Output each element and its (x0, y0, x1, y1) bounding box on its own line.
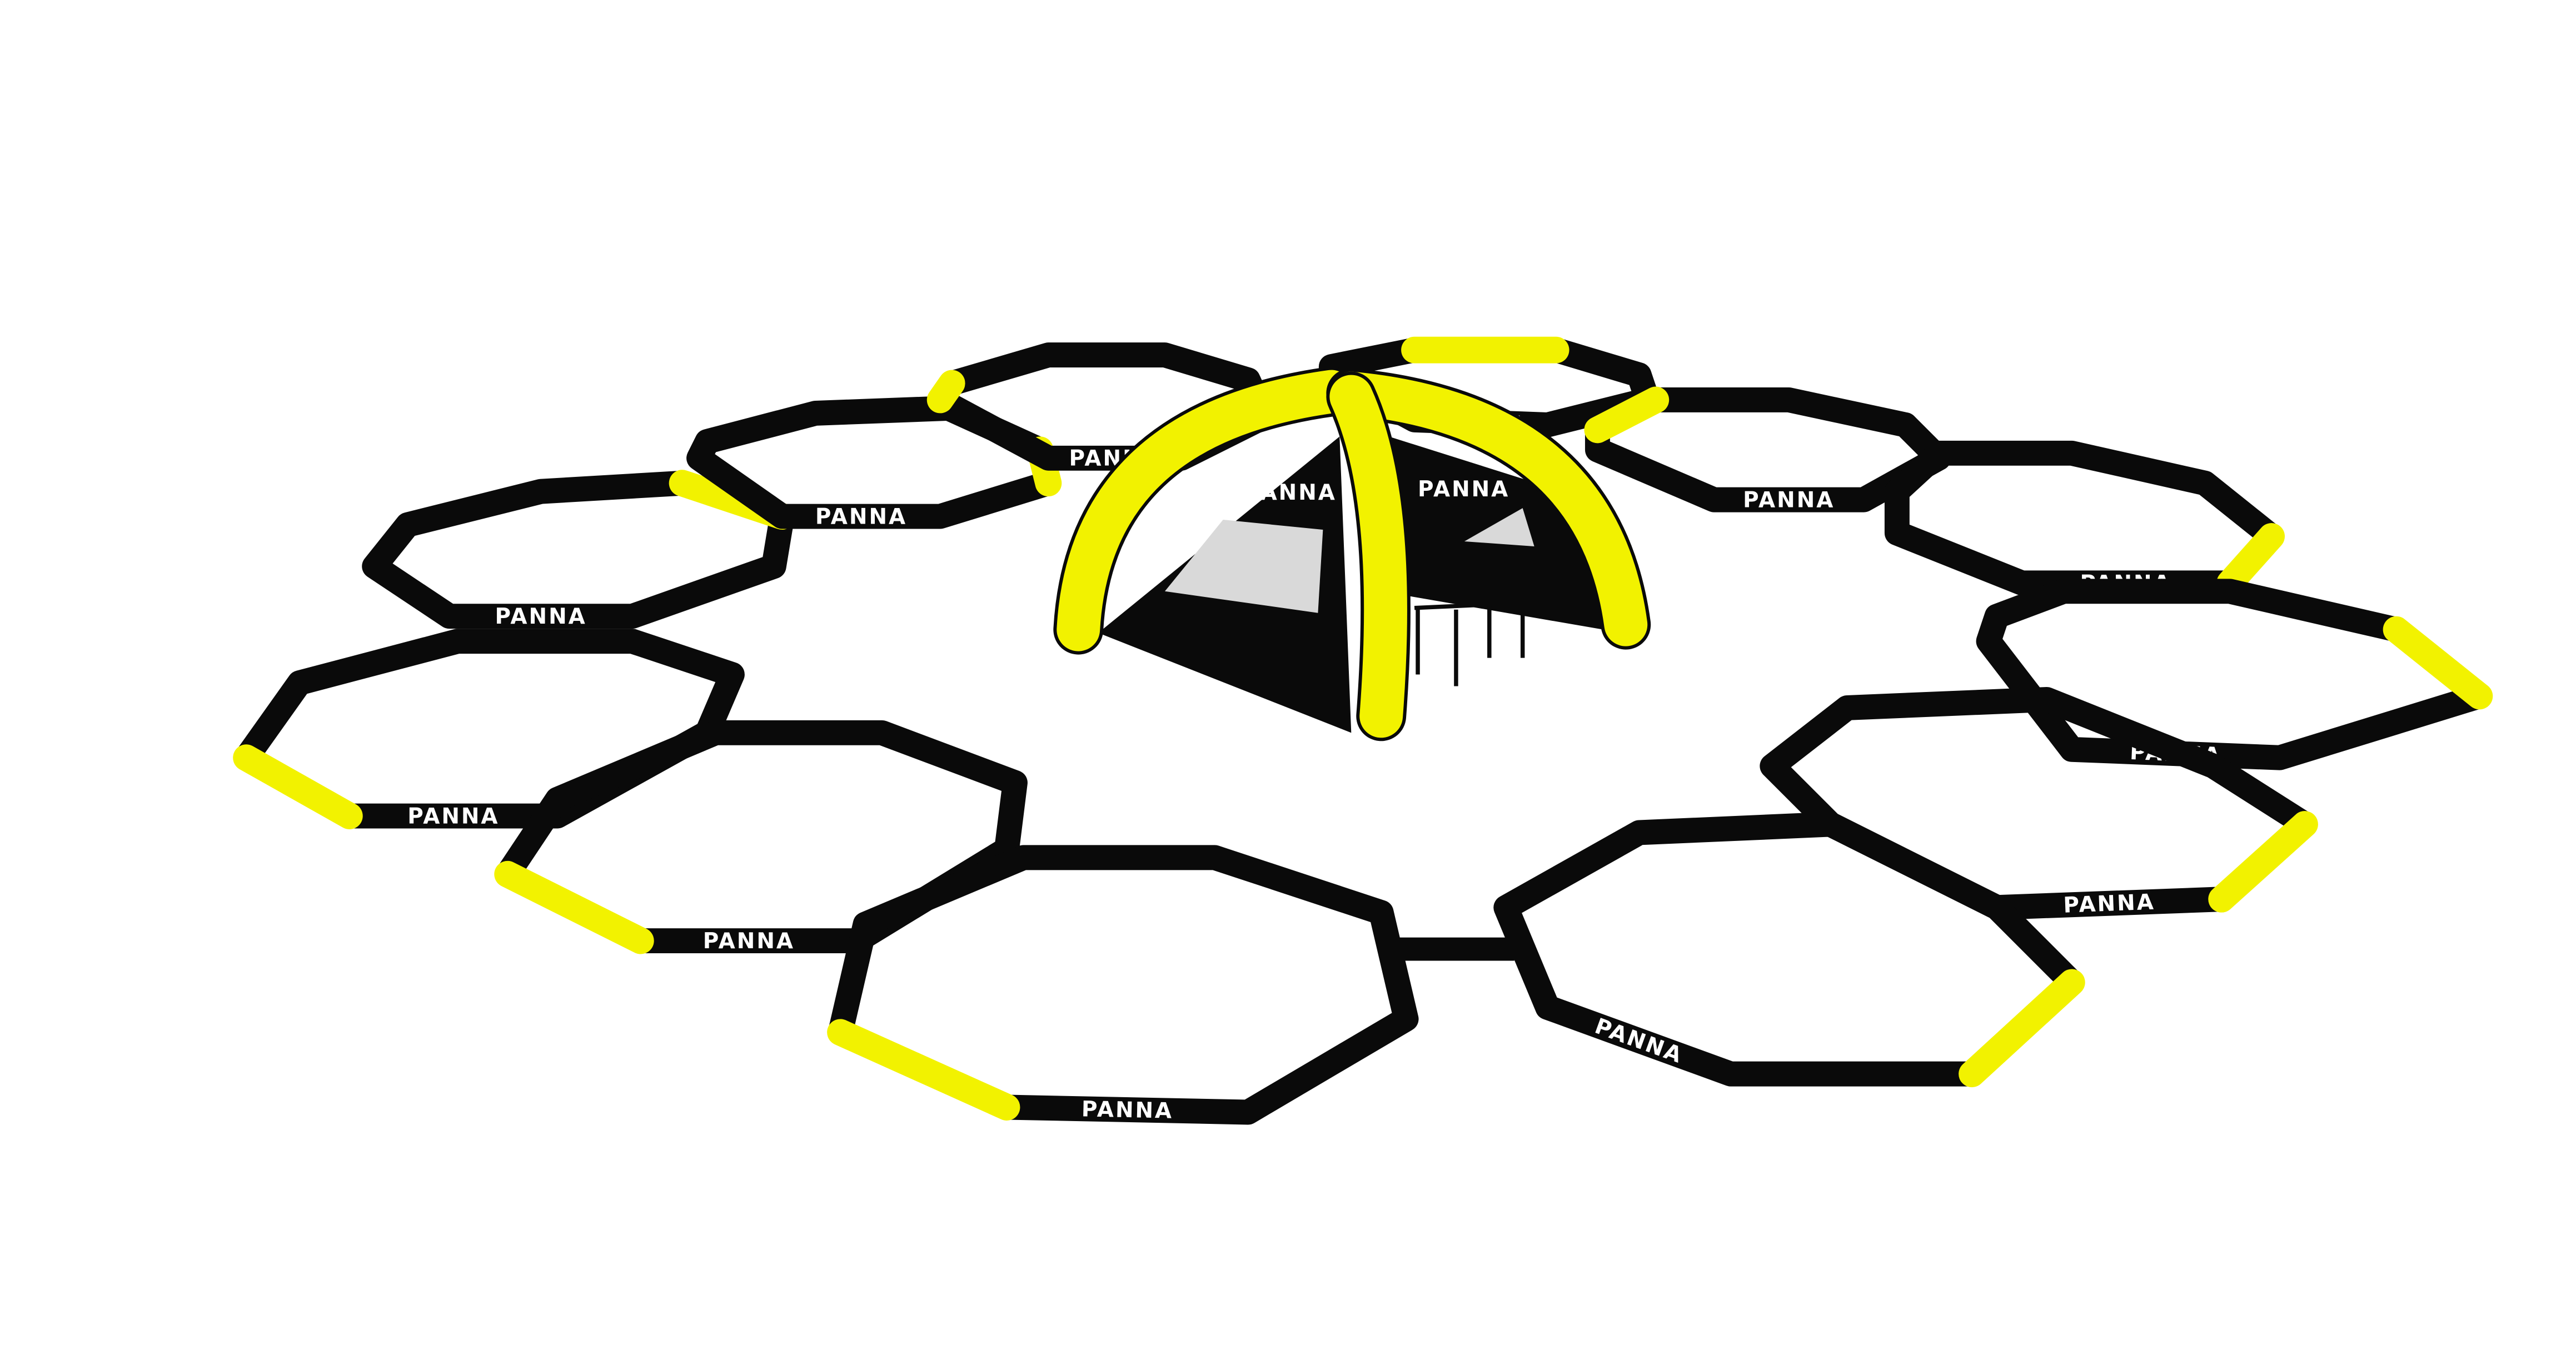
arena-yellow-segment (233, 744, 363, 829)
arena-wall (928, 342, 1278, 471)
arena-6: PANNA (1884, 440, 2285, 596)
arena-1: PANNA (362, 470, 796, 629)
tent-brand-label-left: PANNA (1245, 480, 1337, 505)
tent-left-window (1164, 520, 1323, 613)
arena-brand-label: PANNA (495, 604, 586, 629)
arena-yellow-segment (1959, 969, 2085, 1088)
arena-wall (1976, 579, 2492, 770)
arena-10: PANNA (1760, 686, 2318, 920)
arena-12: PANNA (1493, 812, 2085, 1088)
arena-5: PANNA (1584, 386, 1951, 513)
arena-wall (1884, 440, 2284, 596)
arena-wall (1493, 812, 2085, 1087)
tent-right-window (1464, 508, 1534, 546)
arena-9: PANNA (494, 720, 1028, 954)
arena-8: PANNA (1976, 579, 2493, 770)
arena-wall (495, 720, 1028, 954)
arena-yellow-segment (494, 860, 654, 954)
arena-brand-label: PANNA (1743, 488, 1835, 513)
arena-brand-label: PANNA (815, 505, 907, 530)
arena-7: PANNA (233, 629, 745, 829)
arena-11: PANNA (827, 845, 1419, 1125)
arena-yellow-segment (2383, 616, 2493, 710)
arena-group: PANNAPANNAPANNAPANNAPANNAPANNAPANNAPANNA… (233, 336, 2493, 1125)
tent-brand-label-right: PANNA (1418, 477, 1509, 502)
arena-brand-label: PANNA (1081, 1097, 1173, 1123)
arena-wall (828, 845, 1419, 1125)
tent: PANNA PANNA (1053, 366, 1651, 741)
arena-yellow-segment (2216, 523, 2285, 596)
arena-yellow-segment (1584, 386, 1670, 444)
arena-yellow-segment (2208, 811, 2318, 913)
arena-brand-label: PANNA (703, 929, 795, 954)
arena-wall (233, 629, 745, 829)
arena-brand-label: PANNA (1592, 1014, 1687, 1069)
arena-brand-label: PANNA (2063, 890, 2156, 918)
arena-brand-label: PANNA (407, 804, 499, 829)
arena-wall (1760, 686, 2318, 920)
arena-yellow-segment (827, 1019, 1020, 1121)
arena-yellow-segment (926, 370, 965, 414)
table (1414, 601, 1525, 686)
